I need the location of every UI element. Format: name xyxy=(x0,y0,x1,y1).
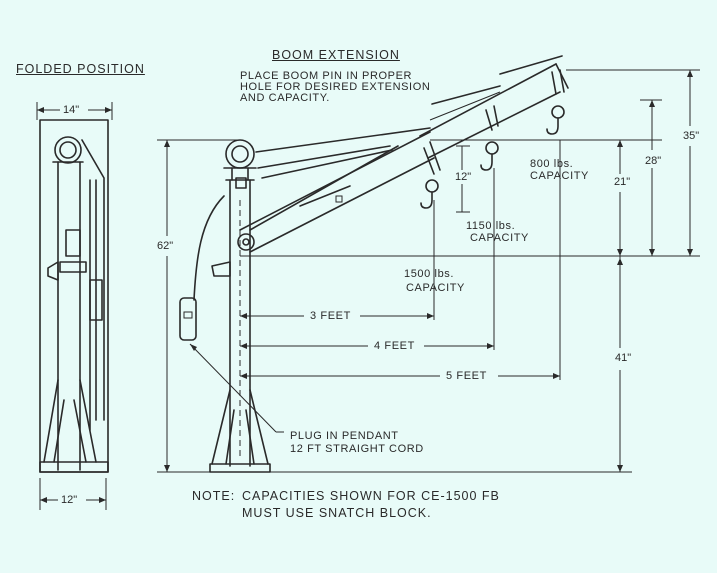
note-prefix: NOTE: xyxy=(192,489,236,503)
boom-note-line3: AND CAPACITY. xyxy=(240,92,330,104)
dim-overall-height: 62" xyxy=(154,240,177,252)
reach-4-feet: 4 FEET xyxy=(374,340,415,352)
capacity-800-value: 800 lbs. xyxy=(530,158,574,170)
note-line2: MUST USE SNATCH BLOCK. xyxy=(242,506,432,520)
folded-crane-view xyxy=(36,102,113,510)
capacity-1150-label: CAPACITY xyxy=(470,232,529,244)
pendant-label-line1: PLUG IN PENDANT xyxy=(290,430,399,442)
capacity-1500-label: CAPACITY xyxy=(406,282,465,294)
pendant-label-line2: 12 FT STRAIGHT CORD xyxy=(290,443,424,455)
dim-28-inch: 28" xyxy=(642,155,665,167)
boom-note-line1: PLACE BOOM PIN IN PROPER xyxy=(240,70,413,82)
boom-extension-title: BOOM EXTENSION xyxy=(272,48,400,62)
reach-3-feet: 3 FEET xyxy=(310,310,351,322)
reach-5-feet: 5 FEET xyxy=(446,370,487,382)
capacity-800-label: CAPACITY xyxy=(530,170,589,182)
dim-folded-width-bottom: 12" xyxy=(61,494,78,506)
dim-hook-12-inch: 12" xyxy=(452,171,475,183)
note-line1: CAPACITIES SHOWN FOR CE-1500 FB xyxy=(242,489,500,503)
dim-21-inch: 21" xyxy=(611,176,634,188)
dim-folded-width-top: 14" xyxy=(63,104,80,116)
dim-41-inch: 41" xyxy=(612,352,635,364)
dim-35-inch: 35" xyxy=(680,130,703,142)
folded-position-title: FOLDED POSITION xyxy=(16,62,145,76)
main-crane-view xyxy=(157,55,700,473)
capacity-1150-value: 1150 lbs. xyxy=(466,220,516,232)
capacity-1500-value: 1500 lbs. xyxy=(404,268,455,280)
boom-note-line2: HOLE FOR DESIRED EXTENSION xyxy=(240,81,431,93)
